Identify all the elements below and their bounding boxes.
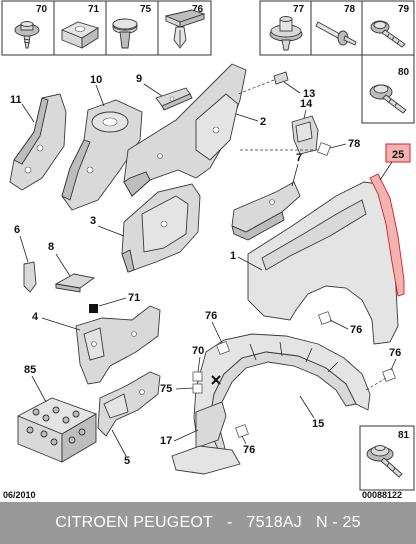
square-nut-71-icon bbox=[60, 21, 100, 49]
callout-70: 70 bbox=[192, 345, 204, 357]
header-number-71: 71 bbox=[88, 4, 100, 15]
callout-2: 2 bbox=[260, 116, 266, 128]
callout-1: 1 bbox=[230, 250, 236, 262]
fastener-header-right: 77 78 79 80 bbox=[259, 0, 415, 124]
expanding-clip-77-icon bbox=[269, 16, 303, 51]
callout-4: 4 bbox=[32, 311, 39, 323]
part-9-bracket bbox=[155, 87, 193, 111]
part-6-clip bbox=[23, 261, 37, 293]
part-85-fastener-kit bbox=[16, 397, 98, 463]
part-4-lower-bracket bbox=[75, 305, 161, 385]
callout-17: 17 bbox=[160, 435, 172, 447]
callout-25-highlight-box bbox=[385, 143, 411, 163]
caption-bar: CITROEN PEUGEOT - 7518AJ N - 25 bbox=[0, 502, 416, 544]
header-number-78: 78 bbox=[344, 4, 356, 15]
part-8-bracket bbox=[54, 273, 96, 293]
part-2-wheelhouse-panel bbox=[123, 63, 247, 197]
screw-79-icon bbox=[370, 20, 406, 48]
callout-14: 14 bbox=[300, 98, 313, 110]
flange-screw-80-icon bbox=[369, 84, 407, 114]
fastener-box-81: 81 bbox=[359, 425, 415, 491]
part-7-bracket bbox=[231, 181, 301, 241]
callout-3: 3 bbox=[90, 215, 96, 227]
callout-8: 8 bbox=[48, 241, 54, 253]
part-14-bracket bbox=[291, 115, 319, 155]
caption-ref: N - 25 bbox=[315, 514, 361, 531]
part-3-lower-panel bbox=[121, 183, 201, 273]
header-number-79: 79 bbox=[398, 4, 410, 15]
callout-11: 11 bbox=[10, 94, 22, 106]
callout-76-a: 76 bbox=[205, 310, 217, 322]
callout-75: 75 bbox=[160, 383, 172, 395]
fastener-header-left: 70 71 75 76 bbox=[1, 0, 212, 56]
parts-diagram: 70 71 75 76 bbox=[0, 0, 416, 502]
push-clip-75-icon bbox=[112, 18, 138, 49]
header-number-70: 70 bbox=[36, 4, 48, 15]
callout-7: 7 bbox=[296, 152, 302, 164]
callout-10: 10 bbox=[90, 74, 102, 86]
part-10-strut-tower bbox=[61, 99, 143, 211]
header-number-76: 76 bbox=[192, 4, 204, 15]
callout-5: 5 bbox=[124, 455, 130, 467]
star-marker-icon bbox=[211, 375, 221, 385]
callout-6: 6 bbox=[14, 224, 20, 236]
part-13-tab bbox=[273, 71, 289, 85]
callout-85: 85 bbox=[24, 364, 36, 376]
footer-date: 06/2010 bbox=[3, 490, 36, 500]
part-5-lower-bracket bbox=[97, 371, 161, 437]
callout-76-c: 76 bbox=[389, 347, 401, 359]
part-25-fender-seal bbox=[369, 173, 405, 297]
callout-13: 13 bbox=[303, 88, 315, 100]
header-number-77: 77 bbox=[293, 4, 305, 15]
header-number-80: 80 bbox=[398, 67, 410, 78]
callout-76-d: 76 bbox=[243, 444, 255, 456]
diagram-svg: 70 71 75 76 bbox=[1, 0, 415, 500]
callout-25: 25 bbox=[392, 149, 404, 161]
caption-part-number: 7518AJ bbox=[246, 514, 302, 531]
part-17-bracket bbox=[171, 401, 241, 475]
header-number-75: 75 bbox=[140, 4, 152, 15]
rivet-78-icon bbox=[315, 21, 357, 46]
caption-brand: CITROEN PEUGEOT bbox=[55, 514, 213, 531]
flange-screw-81-icon bbox=[366, 445, 403, 478]
callout-15: 15 bbox=[312, 418, 324, 430]
callout-76-b: 76 bbox=[350, 324, 362, 336]
footer-code: 00088122 bbox=[362, 490, 402, 500]
clip-marker-71 bbox=[89, 304, 98, 313]
callout-9: 9 bbox=[136, 73, 142, 85]
callout-78: 78 bbox=[348, 138, 360, 150]
caption-separator: - bbox=[226, 514, 233, 531]
header-number-81: 81 bbox=[398, 430, 410, 441]
callout-71: 71 bbox=[128, 292, 140, 304]
spreader-clip-76-icon bbox=[164, 9, 206, 49]
part-1-front-fender bbox=[247, 181, 399, 345]
clip-screw-70-icon bbox=[14, 21, 40, 49]
part-11-bracket bbox=[9, 93, 67, 191]
